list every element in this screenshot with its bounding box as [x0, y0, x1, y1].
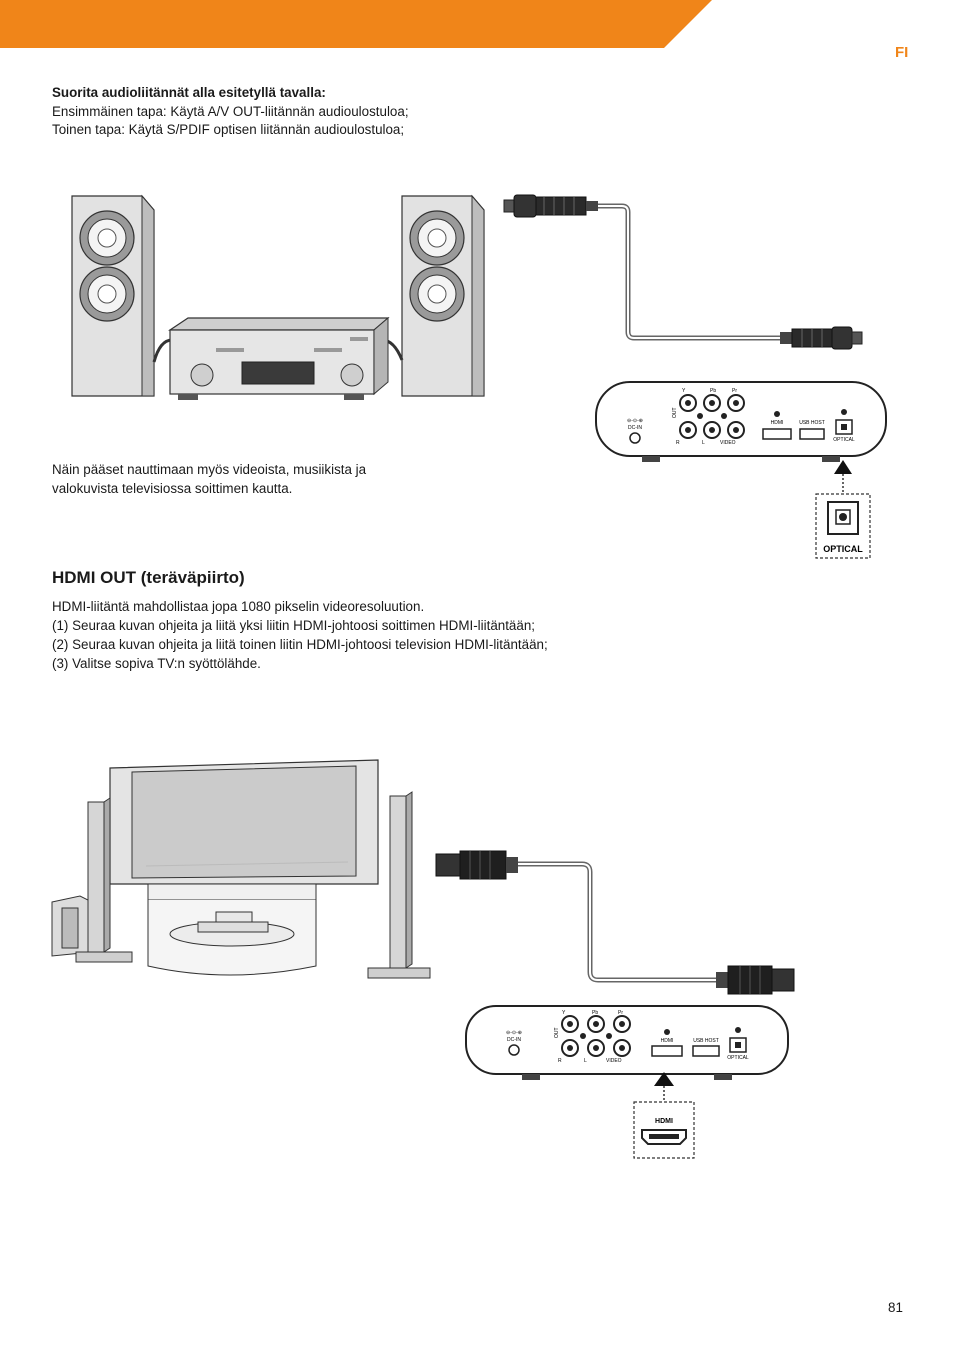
stereo-system-illustration — [71, 194, 485, 400]
dc-symbol-2: ⊖-⊙-⊕ — [506, 1030, 522, 1036]
video-label: VIDEO — [720, 440, 736, 446]
audio-method-2: Toinen tapa: Käytä S/PDIF optisen liitän… — [52, 122, 405, 137]
audio-heading: Suorita audioliitännät alla esitetyllä t… — [52, 85, 326, 100]
out-label: OUT — [672, 407, 678, 418]
hdmi-section-title: HDMI OUT (teräväpiirto) — [52, 568, 245, 587]
hdmi-cable-illustration — [435, 850, 795, 995]
optical-cable-illustration — [503, 194, 863, 350]
optical-callout: OPTICAL — [815, 460, 871, 559]
player-back-panel-optical: ⊖-⊙-⊕ DC-IN OUT Y Pb Pr R L VIDEO HDMI U… — [595, 381, 887, 462]
y-label: Y — [682, 388, 686, 394]
y-label-2: Y — [562, 1010, 566, 1016]
header-banner — [0, 0, 712, 48]
video-label-2: VIDEO — [606, 1058, 622, 1064]
audio-method-1: Ensimmäinen tapa: Käytä A/V OUT-liitännä… — [52, 103, 409, 119]
hdmi-line-2: (1) Seuraa kuvan ohjeita ja liitä yksi l… — [52, 618, 535, 633]
pr-label: Pr — [732, 388, 737, 394]
player-back-panel-hdmi: ⊖-⊙-⊕ DC-IN OUT Y Pb Pr R L VIDEO HDMI U… — [465, 1005, 789, 1080]
optical-port-label: OPTICAL — [833, 437, 855, 443]
dc-in-label: DC-IN — [628, 425, 642, 431]
hdmi-line-1: HDMI-liitäntä mahdollistaa jopa 1080 pik… — [52, 599, 425, 614]
playback-note: Näin pääset nauttimaan myös videoista, m… — [52, 460, 432, 498]
note-line-2: valokuvista televisiossa soittimen kautt… — [52, 481, 293, 496]
dc-symbol: ⊖-⊙-⊕ — [627, 418, 643, 424]
r-label: R — [676, 440, 680, 446]
optical-callout-label: OPTICAL — [823, 544, 863, 554]
hdmi-line-3: (2) Seuraa kuvan ohjeita ja liitä toinen… — [52, 637, 548, 652]
out-label-2: OUT — [554, 1027, 560, 1038]
hdmi-callout: HDMI — [633, 1072, 695, 1159]
l-label: L — [702, 440, 705, 446]
l-label-2: L — [584, 1058, 587, 1064]
hdmi-line-4: (3) Valitse sopiva TV:n syöttölähde. — [52, 656, 261, 671]
audio-instructions: Suorita audioliitännät alla esitetyllä t… — [52, 84, 652, 140]
dc-in-label-2: DC-IN — [507, 1037, 521, 1043]
hdmi-port-label-2: HDMI — [661, 1038, 674, 1044]
home-theater-illustration — [51, 759, 431, 979]
usb-host-label-2: USB HOST — [693, 1038, 719, 1044]
usb-host-label: USB HOST — [799, 420, 825, 426]
hdmi-callout-label: HDMI — [655, 1118, 673, 1125]
page-number: 81 — [888, 1300, 903, 1315]
language-code: FI — [895, 44, 909, 61]
note-line-1: Näin pääset nauttimaan myös videoista, m… — [52, 462, 367, 477]
pb-label-2: Pb — [592, 1010, 598, 1016]
hdmi-instructions: HDMI-liitäntä mahdollistaa jopa 1080 pik… — [52, 597, 672, 673]
optical-port-label-2: OPTICAL — [727, 1055, 749, 1061]
pr-label-2: Pr — [618, 1010, 623, 1016]
hdmi-port-label: HDMI — [771, 420, 784, 426]
pb-label: Pb — [710, 388, 716, 394]
r-label-2: R — [558, 1058, 562, 1064]
